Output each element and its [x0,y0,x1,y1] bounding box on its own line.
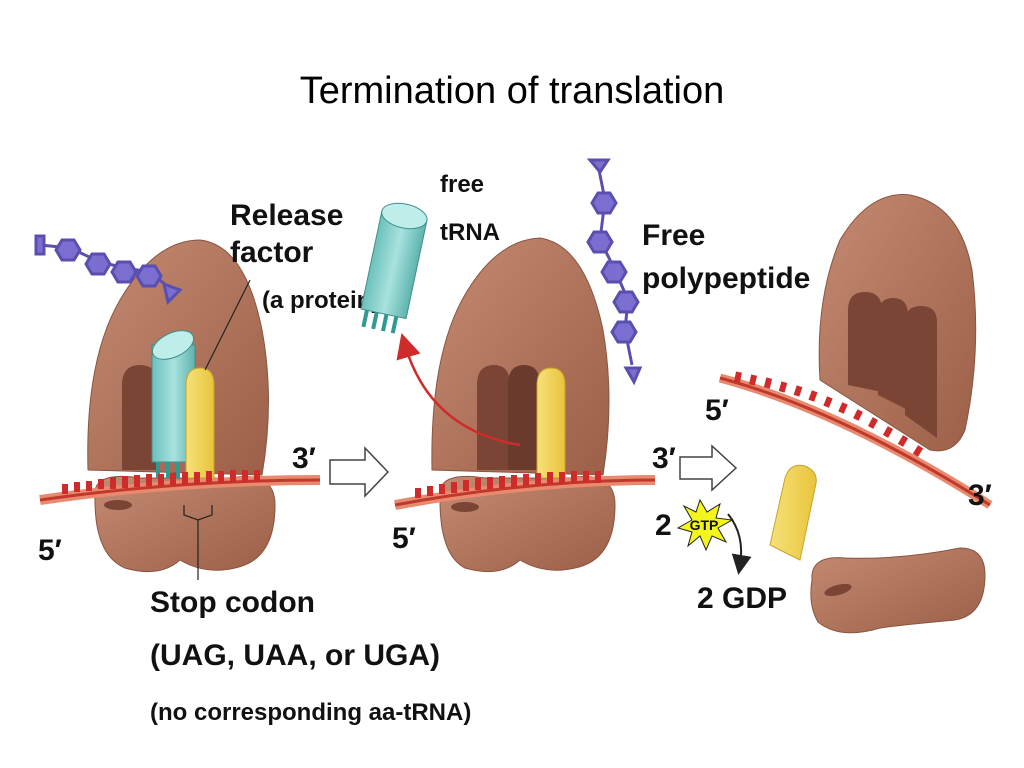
released-release-factor [769,464,817,561]
gtp-label: GTP [690,517,719,533]
stop-codon-list-label: (UAG, UAA, or UGA) [150,639,440,672]
release-factor-label-3: (a protein) [262,287,379,314]
release-factor-2 [536,367,566,479]
panel-2-release: free tRNA Free polypeptide 5′ 3′ [360,158,810,573]
release-factor-label-2: factor [230,236,314,269]
gtp-hydrolysis: GTP 2 2 GDP [655,498,787,615]
mrna-bases-2 [415,471,601,498]
five-prime-label-1: 5′ [38,534,62,567]
trna-exit-arrow [396,333,521,447]
release-factor-label-1: Release [230,199,343,232]
step-arrow-2 [679,444,738,492]
free-polypeptide-label-1: Free [642,219,705,252]
gdp-arrow [727,513,752,575]
gtp-count-label: 2 [655,509,672,542]
release-factor [185,367,215,479]
free-polypeptide [586,158,643,386]
gtp-burst [676,498,734,552]
panel-1-ribosome-with-release-factor: Release factor (a protein) 5′ 3′ Stop co… [34,199,471,726]
small-subunit-2 [439,475,616,573]
panel-3-dissociated: 5′ 3′ [705,194,993,634]
five-prime-label-2: 5′ [392,522,416,555]
no-aa-trna-label: (no corresponding aa-tRNA) [150,699,471,726]
three-prime-label-1: 3′ [292,442,316,475]
three-prime-label-3: 3′ [968,479,992,512]
small-subunit [94,475,276,573]
slide-title: Termination of translation [299,70,725,112]
mrna-bases-3 [734,371,924,457]
polypeptide-chain-1 [34,234,183,305]
small-subunit-3 [810,547,986,634]
five-prime-label-3: 5′ [705,394,729,427]
three-prime-label-2: 3′ [652,442,676,475]
free-trna-label-2: tRNA [440,219,500,246]
step-arrow-1 [329,446,390,498]
free-trna-label-1: free [440,171,484,198]
gdp-label: 2 GDP [697,582,787,615]
trna-in-p-site [151,330,196,478]
free-trna [360,202,428,334]
free-polypeptide-label-2: polypeptide [642,262,810,295]
stop-codon-label: Stop codon [150,586,315,619]
mrna-bases-1 [62,470,260,494]
release-factor-pointer [204,279,251,371]
